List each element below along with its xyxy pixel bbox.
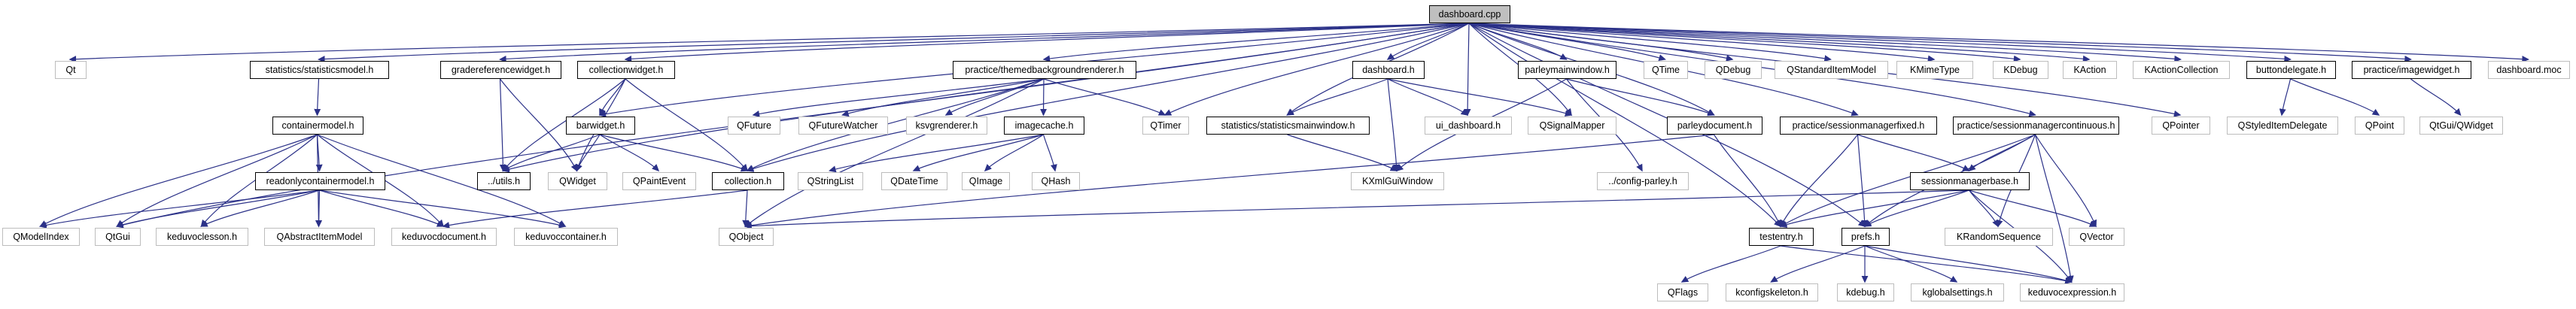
graph-node-kxmlguiwindow: KXmlGuiWindow [1351, 172, 1444, 190]
graph-node-sessionmanagerbase-h[interactable]: sessionmanagerbase.h [1910, 172, 2030, 190]
graph-node-qmodelindex: QModelIndex [2, 228, 80, 246]
graph-node-testentry-h[interactable]: testentry.h [1749, 228, 1814, 246]
graph-node-qt: Qt [55, 61, 87, 79]
graph-node-collectionwidget-h[interactable]: collectionwidget.h [577, 61, 675, 79]
graph-node-krandomsequence: KRandomSequence [1945, 228, 2053, 246]
graph-node-dashboard-h[interactable]: dashboard.h [1352, 61, 1425, 79]
graph-node-kaction: KAction [2063, 61, 2117, 79]
graph-node-qstringlist: QStringList [798, 172, 863, 190]
graph-node-qabstractitemmodel: QAbstractItemModel [264, 228, 375, 246]
graph-node-parleydocument-h[interactable]: parleydocument.h [1667, 117, 1762, 135]
graph-node-qdatetime: QDateTime [881, 172, 947, 190]
graph-node-utils-h[interactable]: ../utils.h [477, 172, 531, 190]
graph-node-kglobalsettings-h: kglobalsettings.h [1911, 283, 2004, 301]
graph-node-qvector: QVector [2069, 228, 2124, 246]
graph-node-kactioncollection: KActionCollection [2133, 61, 2230, 79]
graph-node-qstyleditemdelegate: QStyledItemDelegate [2227, 117, 2338, 135]
graph-node-containermodel-h[interactable]: containermodel.h [272, 117, 363, 135]
graph-node-kmimetype: KMimeType [1896, 61, 1973, 79]
graph-node-prefs-h[interactable]: prefs.h [1842, 228, 1890, 246]
graph-node-practice-imagewidget-h[interactable]: practice/imagewidget.h [2352, 61, 2471, 79]
graph-node-keduvocexpression-h: keduvocexpression.h [2020, 283, 2124, 301]
graph-node-qdebug: QDebug [1705, 61, 1762, 79]
graph-node-barwidget-h[interactable]: barwidget.h [566, 117, 635, 135]
graph-node-keduvoclesson-h: keduvoclesson.h [156, 228, 248, 246]
graph-node-collection-h[interactable]: collection.h [712, 172, 784, 190]
graph-node-keduvocdocument-h: keduvocdocument.h [391, 228, 497, 246]
graph-node-readonlycontainermodel-h[interactable]: readonlycontainermodel.h [255, 172, 385, 190]
graph-node-config-parley-h: ../config-parley.h [1597, 172, 1689, 190]
graph-node-qimage: QImage [962, 172, 1010, 190]
graph-node-kdebug: KDebug [1993, 61, 2048, 79]
graph-node-qfuture: QFuture [728, 117, 780, 135]
graph-node-ui-dashboard-h: ui_dashboard.h [1425, 117, 1512, 135]
graph-node-practice-sessionmanagercontinuous-h[interactable]: practice/sessionmanagercontinuous.h [1953, 117, 2119, 135]
graph-node-qtgui: QtGui [95, 228, 141, 246]
graph-node-kdebug-h: kdebug.h [1837, 283, 1894, 301]
graph-node-qpointer: QPointer [2152, 117, 2210, 135]
graph-node-statistics-statisticsmodel-h[interactable]: statistics/statisticsmodel.h [250, 61, 389, 79]
graph-node-parleymainwindow-h[interactable]: parleymainwindow.h [1518, 61, 1616, 79]
graph-node-qobject: QObject [719, 228, 774, 246]
graph-node-qflags: QFlags [1657, 283, 1708, 301]
graph-node-dashboard-cpp: dashboard.cpp [1429, 5, 1510, 23]
graph-node-qsignalmapper: QSignalMapper [1528, 117, 1616, 135]
graph-node-practice-themedbackgroundrenderer-h[interactable]: practice/themedbackgroundrenderer.h [953, 61, 1136, 79]
graph-node-qpoint: QPoint [2355, 117, 2404, 135]
graph-node-dashboard-moc: dashboard.moc [2488, 61, 2570, 79]
graph-node-buttondelegate-h[interactable]: buttondelegate.h [2246, 61, 2336, 79]
graph-node-imagecache-h[interactable]: imagecache.h [1004, 117, 1084, 135]
graph-node-practice-sessionmanagerfixed-h[interactable]: practice/sessionmanagerfixed.h [1780, 117, 1937, 135]
graph-node-qtime: QTime [1644, 61, 1688, 79]
graph-node-qtimer: QTimer [1142, 117, 1189, 135]
graph-node-qstandarditemmodel: QStandardItemModel [1775, 61, 1888, 79]
graph-node-qwidget: QWidget [548, 172, 607, 190]
graph-node-qpaintevent: QPaintEvent [622, 172, 696, 190]
graph-node-qfuturewatcher: QFutureWatcher [798, 117, 888, 135]
graph-node-qhash: QHash [1032, 172, 1080, 190]
graph-node-keduvoccontainer-h: keduvoccontainer.h [514, 228, 618, 246]
graph-node-statistics-statisticsmainwindow-h[interactable]: statistics/statisticsmainwindow.h [1206, 117, 1370, 135]
graph-node-qtgui-qwidget: QtGui/QWidget [2419, 117, 2503, 135]
graph-node-ksvgrenderer-h: ksvgrenderer.h [906, 117, 987, 135]
graph-node-kconfigskeleton-h: kconfigskeleton.h [1726, 283, 1818, 301]
graph-node-gradereferencewidget-h[interactable]: gradereferencewidget.h [440, 61, 561, 79]
